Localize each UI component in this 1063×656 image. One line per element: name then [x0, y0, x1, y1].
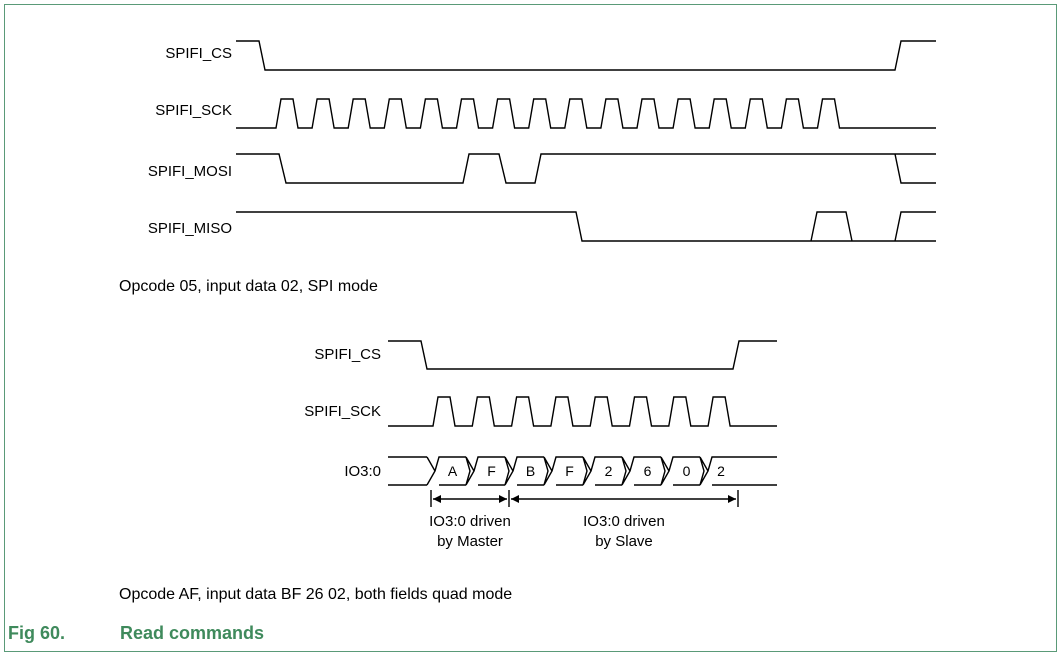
bus-nibble: B	[526, 463, 535, 479]
waveform-spifi-sck	[236, 98, 936, 129]
annotation-master-line2: by Master	[437, 533, 503, 550]
signal-label-spifi-cs: SPIFI_CS	[165, 45, 232, 62]
signal-label-spifi-miso: SPIFI_MISO	[148, 220, 232, 237]
caption-quad-mode: Opcode AF, input data BF 26 02, both fie…	[119, 586, 512, 603]
bus-nibble: 2	[605, 463, 613, 479]
figure-number: Fig 60.	[8, 623, 66, 643]
signal-label-io3-0: IO3:0	[344, 463, 381, 480]
waveform-spifi-sck-2	[388, 396, 777, 427]
bus-nibble: A	[448, 463, 458, 479]
diagram-quad-mode: SPIFI_CS SPIFI_SCK IO3:0 A F B F 2 6 0 2	[119, 340, 777, 603]
bus-cells	[426, 456, 777, 486]
figure-frame	[4, 4, 1057, 652]
waveform-io3-0-bus	[388, 456, 777, 486]
bus-nibble: F	[565, 463, 574, 479]
annotation-slave-line1: IO3:0 driven	[583, 513, 665, 530]
signal-label-spifi-mosi: SPIFI_MOSI	[148, 163, 232, 180]
bus-nibble: 2	[717, 463, 725, 479]
bus-nibble: F	[487, 463, 496, 479]
annotation-slave-line2: by Slave	[595, 533, 653, 550]
diagram-spi-mode: SPIFI_CS SPIFI_SCK SPIFI_MOSI SPIFI_MISO…	[119, 40, 936, 295]
bus-nibble: 0	[683, 463, 691, 479]
bus-nibbles: A F B F 2 6 0 2	[448, 463, 725, 479]
signal-label-spifi-sck: SPIFI_SCK	[155, 102, 232, 119]
signal-label-spifi-sck-2: SPIFI_SCK	[304, 403, 381, 420]
signal-label-spifi-cs-2: SPIFI_CS	[314, 346, 381, 363]
waveform-spifi-mosi	[236, 153, 936, 184]
figure-title: Fig 60. Read commands	[8, 623, 264, 644]
caption-spi-mode: Opcode 05, input data 02, SPI mode	[119, 278, 378, 295]
driven-span-arrows	[430, 490, 739, 507]
annotation-master-line1: IO3:0 driven	[429, 513, 511, 530]
figure-title-text: Read commands	[120, 623, 265, 643]
bus-nibble: 6	[644, 463, 652, 479]
waveform-spifi-miso	[236, 211, 936, 242]
waveform-spifi-cs	[236, 40, 936, 71]
waveform-spifi-cs-2	[388, 340, 777, 370]
